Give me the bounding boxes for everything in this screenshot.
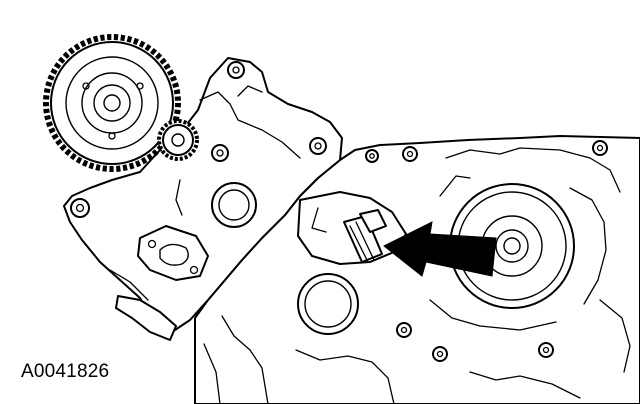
figure-id-label: A0041826: [21, 361, 110, 382]
mount-bolt-hole: [406, 150, 414, 158]
casting-detail: [295, 349, 395, 404]
housing-rib: [439, 175, 471, 197]
mount-bolt-hole: [75, 203, 85, 213]
cover-rib: [175, 179, 183, 216]
mount-bolt-hole: [436, 350, 444, 358]
casting-detail: [469, 371, 581, 399]
mount-bolt-hole: [596, 144, 604, 152]
casting-detail: [599, 299, 631, 373]
mount-boss: [538, 342, 554, 358]
cover-rib: [199, 91, 301, 159]
crankshaft-seal: [449, 183, 575, 309]
plate-bolt: [189, 265, 199, 275]
gasket-frame: [115, 295, 177, 341]
mount-boss: [211, 144, 229, 162]
timing-key-slot: [343, 209, 387, 263]
mount-boss: [396, 322, 412, 338]
casting-detail: [203, 343, 221, 404]
mount-boss: [70, 198, 90, 218]
cover-rib: [237, 85, 263, 97]
mount-boss: [365, 149, 379, 163]
crank-seal-inner: [304, 280, 352, 328]
mount-boss: [309, 137, 327, 155]
mount-bolt-hole: [400, 326, 408, 334]
camshaft-sprocket: [43, 34, 181, 172]
mount-bolt-hole: [369, 153, 375, 159]
guide-rib: [311, 207, 327, 233]
housing-rib: [429, 299, 557, 331]
mount-bolt-hole: [542, 346, 550, 354]
oil-seal-inner: [218, 189, 250, 221]
mount-boss: [402, 146, 418, 162]
mount-bolt-hole: [232, 66, 240, 74]
plate-bolt: [147, 239, 157, 249]
mount-bolt-hole: [314, 142, 322, 150]
housing-rib: [569, 187, 607, 305]
cover-rib: [109, 269, 149, 301]
location-arrow: [383, 221, 497, 277]
mount-boss: [227, 61, 245, 79]
mount-boss: [432, 346, 448, 362]
mount-bolt-hole: [216, 149, 224, 157]
idler-gear: [157, 119, 199, 161]
housing-rib: [445, 147, 621, 193]
casting-detail: [221, 315, 269, 404]
timing-cover-outline: [63, 57, 343, 331]
pump-slot: [159, 243, 189, 266]
mount-boss: [592, 140, 608, 156]
